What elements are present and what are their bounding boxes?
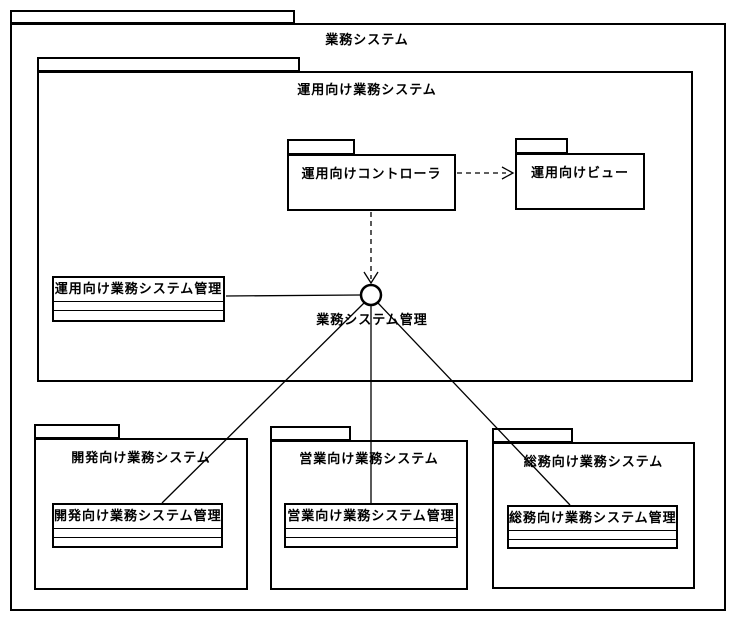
sales-package-label: 営業向け業務システム	[299, 452, 439, 467]
root-package-tab	[10, 10, 295, 24]
operations-package-tab	[37, 57, 300, 72]
sales-mgmt-class: 営業向け業務システム管理	[284, 503, 458, 548]
class-attributes-compartment	[54, 529, 221, 538]
class-name-compartment: 総務向け業務システム管理	[509, 507, 676, 531]
controller-package-body	[287, 154, 456, 211]
ga-package-label: 総務向け業務システム	[523, 455, 664, 470]
ga-package-tab	[492, 428, 573, 443]
class-name-compartment: 開発向け業務システム管理	[54, 505, 221, 529]
dev-package-tab	[34, 424, 120, 439]
root-package-label: 業務システム	[325, 33, 409, 48]
class-attributes-compartment	[509, 531, 676, 540]
operations-package-label: 運用向け業務システム	[297, 83, 437, 98]
class-attributes-compartment	[286, 529, 456, 538]
ga-mgmt-class: 総務向け業務システム管理	[507, 505, 678, 549]
class-name-compartment: 運用向け業務システム管理	[54, 278, 223, 302]
view-package-tab	[515, 138, 568, 154]
sales-package-tab	[270, 426, 351, 441]
class-operations-compartment	[54, 311, 223, 320]
class-name-compartment: 営業向け業務システム管理	[286, 505, 456, 529]
view-package-body	[515, 153, 645, 210]
controller-package-tab	[287, 139, 355, 155]
class-operations-compartment	[509, 540, 676, 547]
dev-package-label: 開発向け業務システム	[71, 451, 211, 466]
view-package-label: 運用向けビュー	[530, 166, 629, 181]
class-attributes-compartment	[54, 302, 223, 311]
dev-mgmt-class: 開発向け業務システム管理	[52, 503, 223, 548]
class-operations-compartment	[54, 538, 221, 546]
operations-package-body	[37, 71, 693, 382]
interface-label: 業務システム管理	[316, 313, 428, 328]
class-operations-compartment	[286, 538, 456, 546]
controller-package-label: 運用向けコントローラ	[301, 167, 442, 182]
operations-mgmt-class: 運用向け業務システム管理	[52, 276, 225, 322]
